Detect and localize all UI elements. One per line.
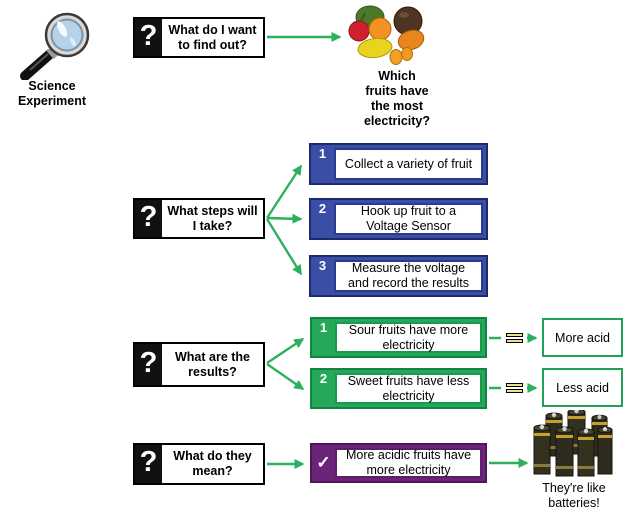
science-experiment-label: Science Experiment bbox=[17, 79, 87, 108]
question-mark-icon: ? bbox=[135, 344, 162, 385]
step-text: Hook up fruit to a Voltage Sensor bbox=[334, 203, 483, 235]
step-text: Measure the voltage and record the resul… bbox=[334, 260, 483, 292]
magnifier-icon bbox=[20, 12, 90, 80]
batteries-caption: They're like batteries! bbox=[542, 481, 606, 510]
meaning-text: More acidic fruits have more electricity bbox=[335, 448, 482, 478]
question-text: What do I want to find out? bbox=[162, 19, 263, 56]
result-text: Sour fruits have more electricity bbox=[335, 322, 482, 353]
result-number: 1 bbox=[319, 320, 328, 335]
arrow-results-1 bbox=[266, 338, 305, 364]
question-text: What are the results? bbox=[162, 344, 263, 385]
question-text: What steps will I take? bbox=[162, 200, 263, 237]
equals-icon bbox=[501, 380, 527, 396]
question-box-results: ? What are the results? bbox=[133, 342, 265, 387]
step-number: 1 bbox=[318, 146, 327, 161]
question-mark-icon: ? bbox=[135, 19, 162, 56]
result-box-2: 2 Sweet fruits have less electricity bbox=[310, 368, 487, 409]
check-icon: ✓ bbox=[316, 453, 331, 472]
step-box-1: 1 Collect a variety of fruit bbox=[309, 143, 488, 185]
question-box-steps: ? What steps will I take? bbox=[133, 198, 265, 239]
arrow-steps-3 bbox=[265, 218, 303, 276]
conclusion-box-less-acid: Less acid bbox=[542, 368, 623, 407]
fruits-caption: Which fruits have the most electricity? bbox=[363, 69, 430, 128]
step-box-3: 3 Measure the voltage and record the res… bbox=[309, 255, 488, 297]
arrow-steps-2 bbox=[266, 213, 303, 224]
equals-icon bbox=[501, 330, 527, 346]
conclusion-box-more-acid: More acid bbox=[542, 318, 623, 357]
question-box-meaning: ? What do they mean? bbox=[133, 443, 265, 485]
arrow-steps-1 bbox=[265, 164, 303, 219]
step-text: Collect a variety of fruit bbox=[334, 148, 483, 180]
arrow-results-2 bbox=[266, 363, 305, 390]
question-text: What do they mean? bbox=[162, 445, 263, 483]
result-number: 2 bbox=[319, 371, 328, 386]
step-box-2: 2 Hook up fruit to a Voltage Sensor bbox=[309, 198, 488, 240]
result-box-1: 1 Sour fruits have more electricity bbox=[310, 317, 487, 358]
question-mark-icon: ? bbox=[135, 200, 162, 237]
question-mark-icon: ? bbox=[135, 445, 162, 483]
question-box-find-out: ? What do I want to find out? bbox=[133, 17, 265, 58]
result-text: Sweet fruits have less electricity bbox=[335, 373, 482, 404]
step-number: 2 bbox=[318, 201, 327, 216]
fruits-illustration bbox=[348, 5, 425, 65]
batteries-illustration bbox=[533, 410, 613, 477]
step-number: 3 bbox=[318, 258, 327, 273]
meaning-box: ✓ More acidic fruits have more electrici… bbox=[310, 443, 487, 483]
